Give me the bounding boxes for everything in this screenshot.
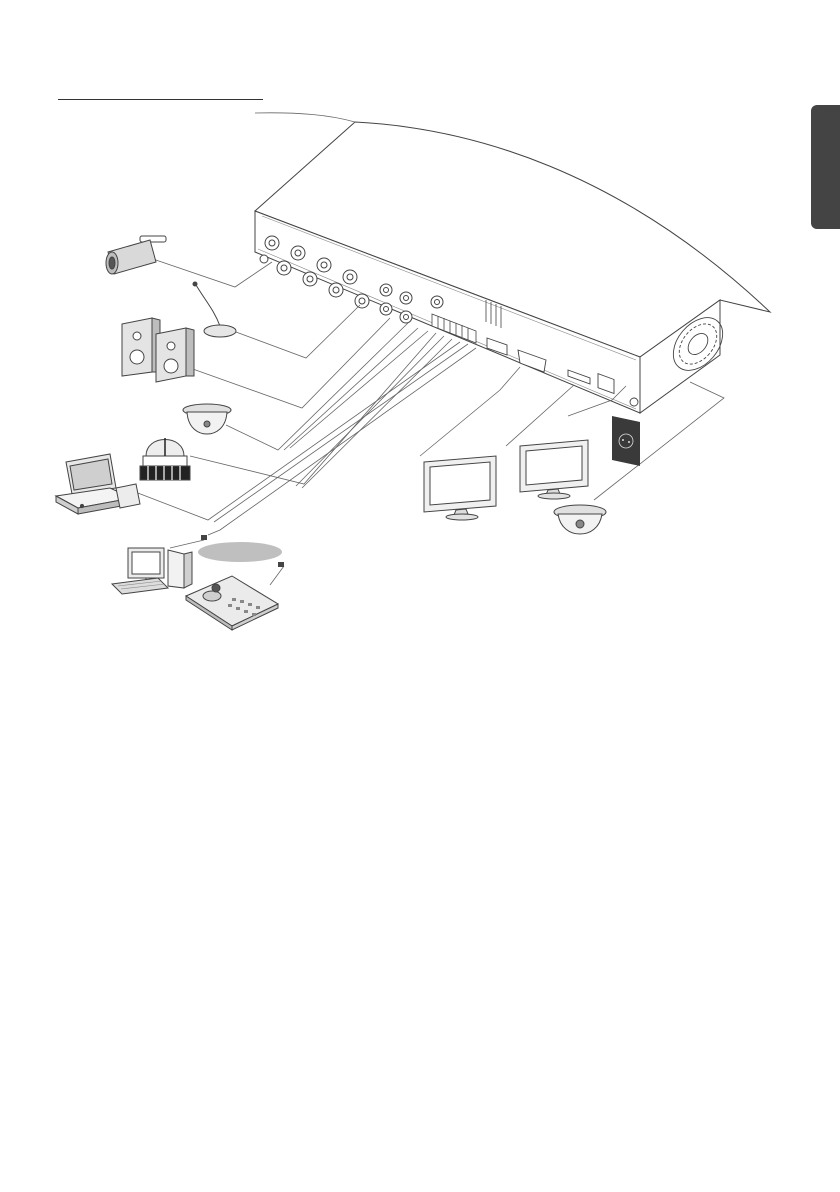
dome-camera-icon bbox=[554, 505, 606, 534]
pos-terminal-icon bbox=[56, 454, 140, 514]
alarm-siren-icon bbox=[140, 438, 190, 480]
keyboard-controller-icon bbox=[186, 576, 278, 630]
network-node-marker bbox=[278, 562, 284, 567]
power-outlet-icon bbox=[612, 416, 640, 466]
computer-icon bbox=[112, 548, 192, 594]
bullet-camera-icon bbox=[106, 236, 166, 274]
network-cloud-icon bbox=[198, 542, 282, 562]
monitor-icon bbox=[520, 440, 588, 499]
monitor-icon bbox=[424, 456, 496, 520]
network-node-marker bbox=[201, 535, 207, 540]
microphone-icon bbox=[193, 282, 236, 337]
dome-sensor-icon bbox=[183, 404, 231, 434]
speakers-icon bbox=[122, 318, 194, 382]
dvr-recorder-icon bbox=[255, 113, 770, 413]
